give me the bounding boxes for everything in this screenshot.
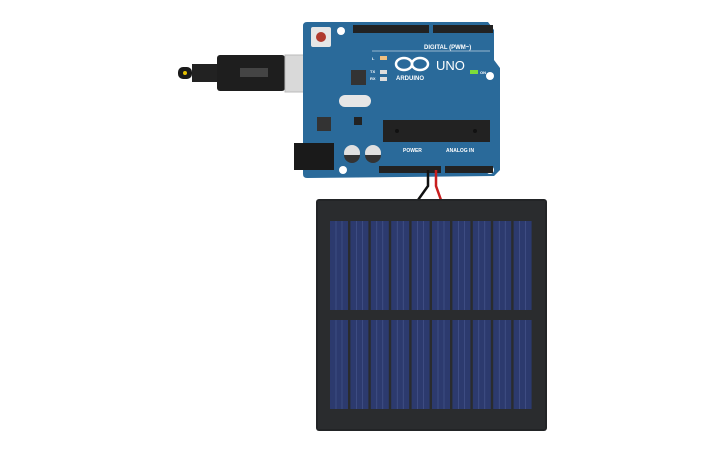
- power-header: [379, 166, 441, 173]
- reset-button[interactable]: [316, 32, 326, 42]
- usb-chip: [351, 70, 366, 85]
- solar-cell: [472, 320, 491, 409]
- solar-cell: [370, 320, 389, 409]
- solar-cell: [432, 221, 450, 310]
- arduino-uno-board[interactable]: DIGITAL (PWM~) L TX RX ARDUINO UNO ON PO…: [294, 22, 500, 178]
- solar-cell: [391, 221, 410, 310]
- power-label: POWER: [403, 148, 422, 154]
- on-led: [470, 70, 478, 74]
- voltage-regulator: [317, 117, 331, 131]
- solar-cell: [472, 221, 491, 310]
- solar-cell: [513, 320, 532, 409]
- solar-cell: [330, 320, 348, 409]
- l-led: [380, 56, 387, 60]
- tx-label: TX: [370, 69, 375, 74]
- solar-cell: [513, 221, 532, 310]
- arduino-logo-icon: [394, 56, 430, 72]
- solar-cell: [391, 320, 410, 409]
- solar-cell: [452, 320, 471, 409]
- solar-cell: [493, 221, 512, 310]
- crystal: [339, 95, 371, 107]
- analog-label: ANALOG IN: [446, 148, 474, 154]
- solar-cell: [411, 320, 430, 409]
- solar-cell: [330, 221, 348, 310]
- solar-cell: [432, 320, 450, 409]
- solar-cell: [493, 320, 512, 409]
- analog-header: [445, 166, 493, 173]
- on-label: ON: [480, 70, 486, 75]
- power-jack[interactable]: [294, 143, 334, 170]
- wire-black-gnd[interactable]: [416, 170, 430, 201]
- solar-cell: [350, 221, 369, 310]
- solar-cell: [411, 221, 430, 310]
- usb-cable[interactable]: [178, 54, 316, 93]
- atmega-chip: [383, 120, 490, 142]
- model-label: UNO: [436, 58, 465, 73]
- solar-cell: [350, 320, 369, 409]
- wire-red-vin[interactable]: [434, 170, 443, 201]
- l-label: L: [372, 56, 375, 61]
- digital-header-left: [353, 25, 429, 33]
- digital-header-label: DIGITAL (PWM~): [424, 45, 471, 51]
- brand-label: ARDUINO: [396, 76, 424, 82]
- solar-cell: [452, 221, 471, 310]
- solar-cell: [370, 221, 389, 310]
- rx-label: RX: [370, 76, 376, 81]
- digital-header-right: [433, 25, 493, 33]
- solar-panel[interactable]: [316, 199, 547, 431]
